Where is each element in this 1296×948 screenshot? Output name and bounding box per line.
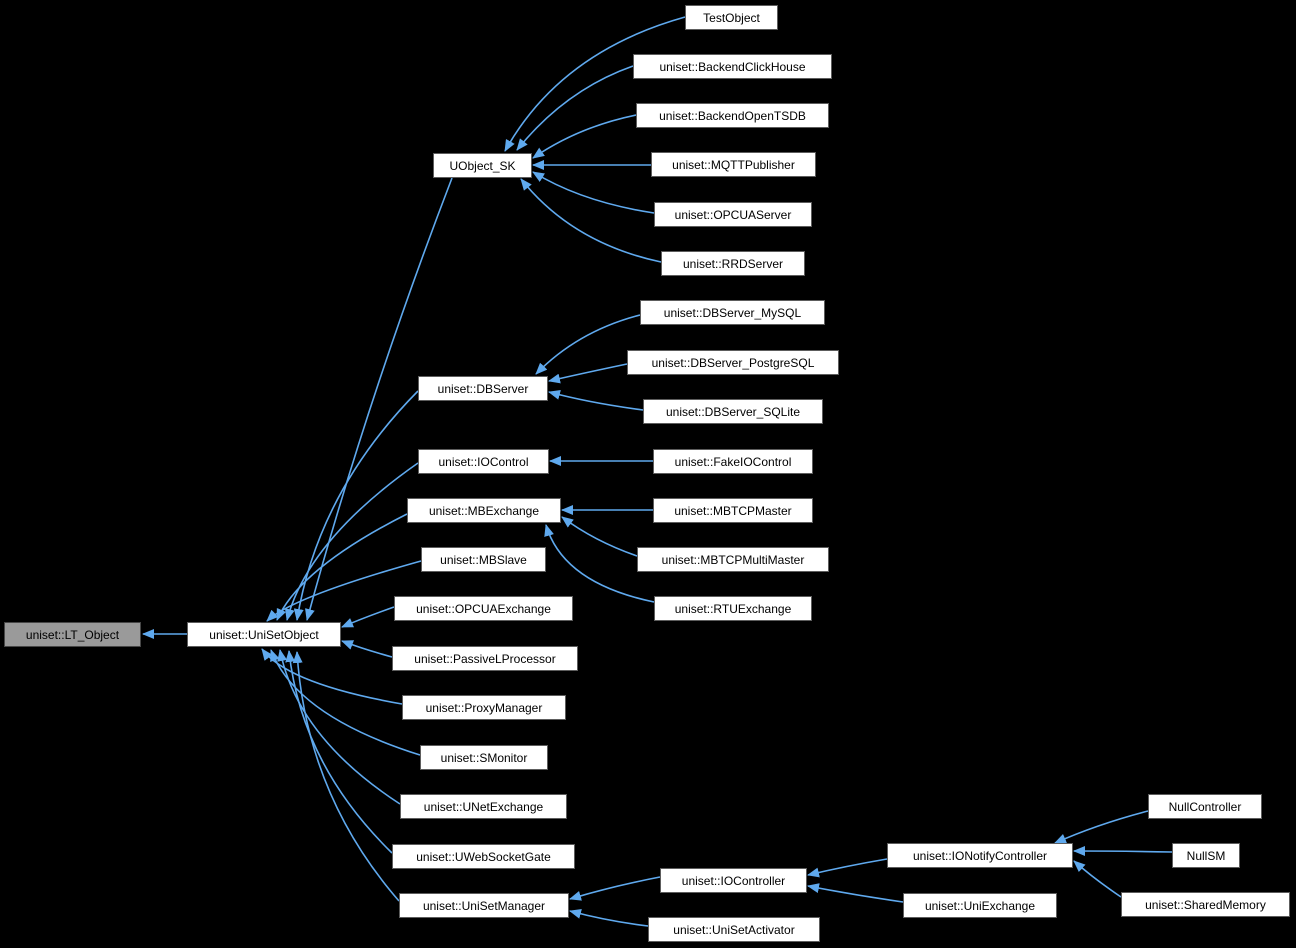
- edge-smonitor-to-uniset_object: [270, 649, 421, 756]
- class-node-mbtcpmultimaster[interactable]: uniset::MBTCPMultiMaster: [637, 547, 829, 572]
- edge-unisetactivator-to-unisetmanager: [569, 909, 649, 927]
- edge-ionotifycontroller-to-iocontroller: [807, 858, 888, 878]
- class-node-testobject[interactable]: TestObject: [685, 5, 778, 30]
- edge-dbserver_mysql-to-dbserver: [535, 314, 641, 375]
- class-node-unetexchange[interactable]: uniset::UNetExchange: [400, 794, 567, 819]
- class-node-iocontroller[interactable]: uniset::IOController: [660, 868, 807, 893]
- class-node-unisetactivator[interactable]: uniset::UniSetActivator: [648, 917, 820, 942]
- edge-dbserver_postgresql-to-dbserver: [548, 363, 628, 384]
- edge-proxymanager-to-uniset_object: [261, 648, 403, 705]
- class-node-dbserver[interactable]: uniset::DBServer: [418, 376, 548, 401]
- edge-rrdserver-to-uobject_sk: [520, 178, 662, 263]
- class-node-mbslave[interactable]: uniset::MBSlave: [421, 547, 546, 572]
- edge-dbserver-to-uniset_object: [293, 390, 419, 621]
- class-node-dbserver_sqlite[interactable]: uniset::DBServer_SQLite: [643, 399, 823, 424]
- class-node-dbserver_postgresql[interactable]: uniset::DBServer_PostgreSQL: [627, 350, 839, 375]
- edge-nullsm-to-ionotifycontroller: [1073, 846, 1173, 857]
- class-node-smonitor[interactable]: uniset::SMonitor: [420, 745, 548, 770]
- edge-mbtcpmultimaster-to-mbexchange: [561, 516, 638, 557]
- class-node-nullsm[interactable]: NullSM: [1172, 843, 1240, 868]
- edge-uwebsocketgate-to-uniset_object: [285, 650, 393, 854]
- class-node-uobject_sk[interactable]: UObject_SK: [433, 153, 532, 178]
- edge-mbexchange-to-uniset_object: [276, 513, 408, 621]
- class-node-backendclickhouse[interactable]: uniset::BackendClickHouse: [633, 54, 832, 79]
- class-node-uniset_object[interactable]: uniset::UniSetObject: [187, 622, 341, 647]
- edge-iocontroller-to-unisetmanager: [569, 876, 661, 901]
- edge-dbserver_sqlite-to-dbserver: [548, 390, 644, 411]
- class-node-ionotifycontroller[interactable]: uniset::IONotifyController: [887, 843, 1073, 868]
- class-node-mbtcpmaster[interactable]: uniset::MBTCPMaster: [653, 498, 813, 523]
- class-node-fakeiocontrol[interactable]: uniset::FakeIOControl: [653, 449, 813, 474]
- edge-uniexchange-to-iocontroller: [807, 883, 904, 903]
- class-node-opcuaserver[interactable]: uniset::OPCUAServer: [654, 202, 812, 227]
- edge-uobject_sk-to-uniset_object: [305, 177, 453, 621]
- class-node-sharedmemory[interactable]: uniset::SharedMemory: [1121, 892, 1290, 917]
- edge-rtuexchange-to-mbexchange: [544, 524, 655, 603]
- edge-sharedmemory-to-ionotifycontroller: [1073, 860, 1122, 898]
- edge-backendopentsdb-to-uobject_sk: [532, 114, 637, 159]
- class-node-uwebsocketgate[interactable]: uniset::UWebSocketGate: [392, 844, 575, 869]
- class-node-iocontrol[interactable]: uniset::IOControl: [418, 449, 549, 474]
- class-node-dbserver_mysql[interactable]: uniset::DBServer_MySQL: [640, 300, 825, 325]
- edge-opcuaserver-to-uobject_sk: [532, 171, 655, 214]
- edge-opcuaexchange-to-uniset_object: [341, 606, 395, 628]
- class-node-backendopentsdb[interactable]: uniset::BackendOpenTSDB: [636, 103, 829, 128]
- class-node-lt_object[interactable]: uniset::LT_Object: [4, 622, 141, 647]
- edge-mbslave-to-uniset_object: [266, 560, 422, 622]
- class-node-rrdserver[interactable]: uniset::RRDServer: [661, 251, 805, 276]
- edge-iocontrol-to-uniset_object: [284, 462, 419, 621]
- class-node-nullcontroller[interactable]: NullController: [1148, 794, 1262, 819]
- edge-backendclickhouse-to-uobject_sk: [516, 65, 634, 151]
- edge-unisetmanager-to-uniset_object: [292, 651, 400, 902]
- edge-testobject-to-uobject_sk: [504, 16, 686, 152]
- class-node-mqttpublisher[interactable]: uniset::MQTTPublisher: [651, 152, 816, 177]
- edge-nullcontroller-to-ionotifycontroller: [1054, 810, 1149, 844]
- class-node-mbexchange[interactable]: uniset::MBExchange: [407, 498, 561, 523]
- edge-passivelprocessor-to-uniset_object: [341, 640, 393, 658]
- class-node-passivelprocessor[interactable]: uniset::PassiveLProcessor: [392, 646, 578, 671]
- class-node-uniexchange[interactable]: uniset::UniExchange: [903, 893, 1057, 918]
- class-node-proxymanager[interactable]: uniset::ProxyManager: [402, 695, 566, 720]
- class-node-opcuaexchange[interactable]: uniset::OPCUAExchange: [394, 596, 573, 621]
- class-node-rtuexchange[interactable]: uniset::RTUExchange: [654, 596, 812, 621]
- edge-unetexchange-to-uniset_object: [277, 649, 401, 805]
- class-node-unisetmanager[interactable]: uniset::UniSetManager: [399, 893, 569, 918]
